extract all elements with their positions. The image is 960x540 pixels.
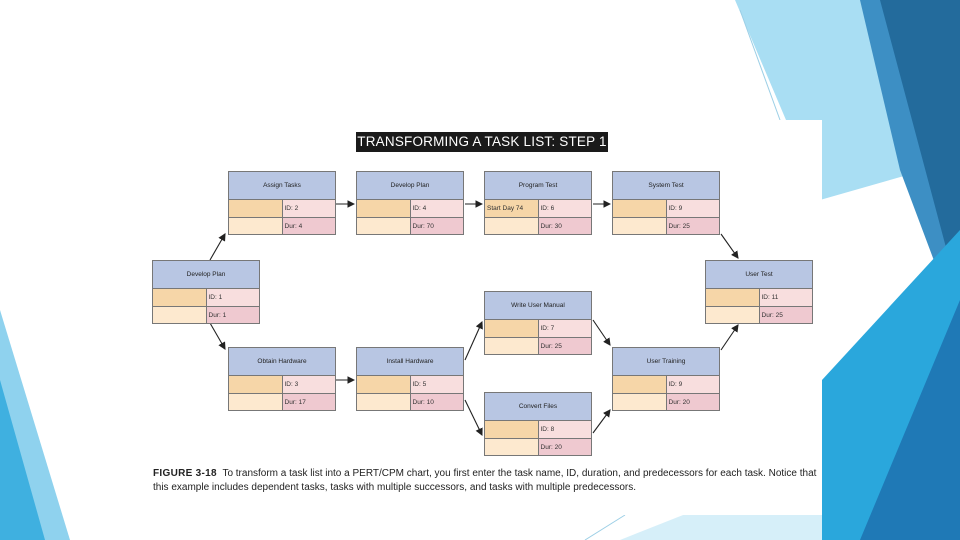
task-id: ID: 4 bbox=[410, 200, 463, 217]
task-node-develop-plan: Develop Plan ID: 4 Dur: 70 bbox=[356, 171, 464, 235]
task-node-develop-plan-start: Develop Plan ID: 1 Dur: 1 bbox=[152, 260, 260, 324]
task-id: ID: 3 bbox=[282, 376, 335, 393]
task-id: ID: 5 bbox=[410, 376, 463, 393]
task-duration: Dur: 20 bbox=[538, 439, 591, 455]
task-name: Install Hardware bbox=[357, 348, 463, 376]
deco-triangle-dark-bottom bbox=[860, 300, 960, 540]
task-start bbox=[706, 289, 760, 306]
task-name: Write User Manual bbox=[485, 292, 591, 320]
task-id: ID: 1 bbox=[206, 289, 259, 306]
task-node-user-training: User Training ID: 9 Dur: 20 bbox=[612, 347, 720, 411]
task-node-obtain-hardware: Obtain Hardware ID: 3 Dur: 17 bbox=[228, 347, 336, 411]
task-node-system-test: System Test ID: 9 Dur: 25 bbox=[612, 171, 720, 235]
arrow-10-to-11 bbox=[720, 324, 739, 351]
task-id: ID: 9 bbox=[666, 376, 719, 393]
arrow-5-to-7 bbox=[464, 320, 483, 361]
task-start bbox=[229, 200, 283, 217]
task-blank bbox=[613, 218, 667, 234]
task-node-convert-files: Convert Files ID: 8 Dur: 20 bbox=[484, 392, 592, 456]
task-start bbox=[485, 421, 539, 438]
task-id: ID: 7 bbox=[538, 320, 591, 337]
task-id: ID: 8 bbox=[538, 421, 591, 438]
task-duration: Dur: 1 bbox=[206, 307, 259, 323]
task-id: ID: 11 bbox=[759, 289, 812, 306]
task-blank bbox=[229, 394, 283, 410]
task-blank bbox=[357, 218, 411, 234]
task-blank bbox=[153, 307, 207, 323]
task-name: User Test bbox=[706, 261, 812, 289]
task-id: ID: 6 bbox=[538, 200, 591, 217]
deco-triangle-dark-right bbox=[880, 0, 960, 300]
task-duration: Dur: 4 bbox=[282, 218, 335, 234]
deco-line-1 bbox=[739, 9, 781, 121]
task-blank bbox=[357, 394, 411, 410]
task-id: ID: 2 bbox=[282, 200, 335, 217]
task-start bbox=[485, 320, 539, 337]
dependency-arrows bbox=[209, 200, 739, 436]
task-start: Start Day 74 bbox=[485, 200, 539, 217]
deco-triangle-mid-left bbox=[0, 380, 45, 540]
task-blank bbox=[229, 218, 283, 234]
arrow-9-to-11 bbox=[720, 233, 739, 259]
task-duration: Dur: 25 bbox=[759, 307, 812, 323]
figure-caption-label: FIGURE 3-18 bbox=[153, 468, 217, 479]
deco-line-2 bbox=[584, 514, 626, 540]
task-duration: Dur: 25 bbox=[538, 338, 591, 354]
figure-panel: TRANSFORMING A TASK LIST: STEP 1 Develop… bbox=[140, 120, 822, 515]
task-name: Convert Files bbox=[485, 393, 591, 421]
task-duration: Dur: 70 bbox=[410, 218, 463, 234]
task-start bbox=[229, 376, 283, 393]
arrow-5-to-8 bbox=[464, 399, 483, 436]
task-start bbox=[153, 289, 207, 306]
figure-caption-text: To transform a task list into a PERT/CPM… bbox=[153, 468, 817, 493]
task-start bbox=[357, 376, 411, 393]
task-duration: Dur: 17 bbox=[282, 394, 335, 410]
task-name: Obtain Hardware bbox=[229, 348, 335, 376]
task-name: User Training bbox=[613, 348, 719, 376]
arrow-1-to-2 bbox=[209, 233, 226, 261]
arrow-8-to-10 bbox=[592, 409, 611, 434]
task-id: ID: 9 bbox=[666, 200, 719, 217]
task-name: Assign Tasks bbox=[229, 172, 335, 200]
task-name: Program Test bbox=[485, 172, 591, 200]
task-name: System Test bbox=[613, 172, 719, 200]
task-blank bbox=[485, 338, 539, 354]
task-name: Develop Plan bbox=[357, 172, 463, 200]
task-blank bbox=[706, 307, 760, 323]
task-node-assign-tasks: Assign Tasks ID: 2 Dur: 4 bbox=[228, 171, 336, 235]
figure-caption: FIGURE 3-18 To transform a task list int… bbox=[153, 467, 818, 495]
task-start bbox=[357, 200, 411, 217]
task-duration: Dur: 20 bbox=[666, 394, 719, 410]
task-start bbox=[613, 376, 667, 393]
task-node-install-hardware: Install Hardware ID: 5 Dur: 10 bbox=[356, 347, 464, 411]
figure-banner: TRANSFORMING A TASK LIST: STEP 1 bbox=[356, 132, 608, 152]
arrow-1-to-3 bbox=[209, 322, 226, 350]
task-blank bbox=[613, 394, 667, 410]
task-name: Develop Plan bbox=[153, 261, 259, 289]
task-duration: Dur: 25 bbox=[666, 218, 719, 234]
task-node-write-user-manual: Write User Manual ID: 7 Dur: 25 bbox=[484, 291, 592, 355]
task-duration: Dur: 30 bbox=[538, 218, 591, 234]
task-node-user-test: User Test ID: 11 Dur: 25 bbox=[705, 260, 813, 324]
task-duration: Dur: 10 bbox=[410, 394, 463, 410]
arrow-7-to-10 bbox=[592, 319, 611, 346]
task-blank bbox=[485, 218, 539, 234]
task-start bbox=[613, 200, 667, 217]
task-blank bbox=[485, 439, 539, 455]
